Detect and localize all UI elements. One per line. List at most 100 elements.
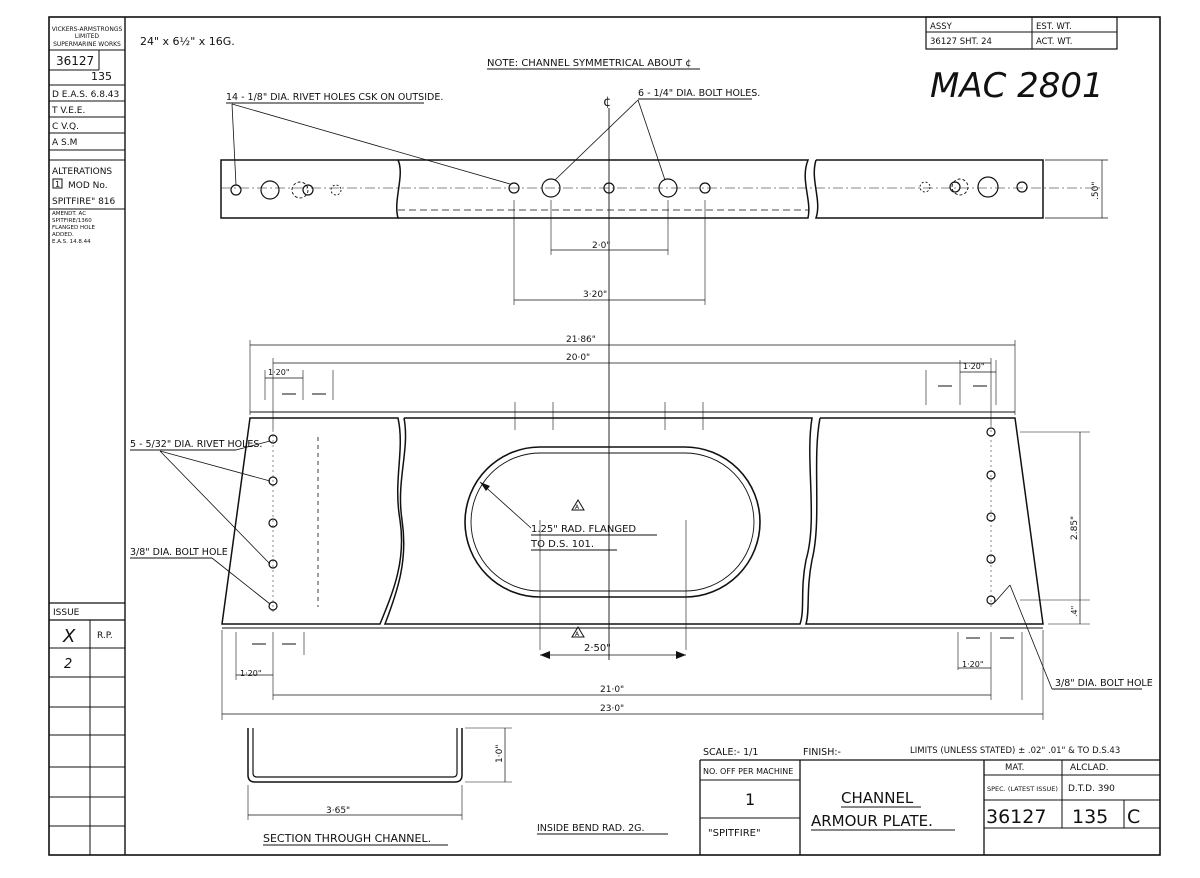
- title-issue-letter: C: [1127, 806, 1140, 828]
- sign-off-t: T V.E.E.: [51, 106, 85, 116]
- slot-length-dimension: 2·50": [584, 643, 611, 654]
- mod-reference: SPITFIRE" 816: [52, 197, 116, 207]
- amendment-line-5: E.A.S. 14.8.44: [52, 239, 91, 245]
- sign-off-d: D E.A.S. 6.8.43: [52, 90, 119, 100]
- inside-bend-radius: INSIDE BEND RAD. 2G.: [537, 823, 645, 834]
- sign-off-c: C V.Q.: [52, 122, 79, 132]
- flange-spec-callout: TO D.S. 101.: [530, 539, 594, 550]
- issue-label: ISSUE: [53, 608, 80, 618]
- material-value: ALCLAD.: [1070, 763, 1109, 773]
- title-block: SCALE:- 1/1 FINISH:- LIMITS (UNLESS STAT…: [699, 746, 1160, 855]
- flat-pattern-dimensions: 21·86" 20·0" 1·20" 1·20" 1·20" 1·20": [221, 335, 1090, 720]
- assy-ref: 36127 SHT. 24: [930, 37, 992, 47]
- flange-inner-edge: [470, 452, 755, 592]
- flange-radius-callout: 1.25" RAD. FLANGED: [531, 524, 636, 535]
- company-line-1: VICKERS-ARMSTRONGS: [52, 26, 123, 33]
- section-title: SECTION THROUGH CHANNEL.: [263, 832, 431, 845]
- flat-pattern-callouts: 5 - 5/32" DIA. RIVET HOLES. 3/8" DIA. BO…: [130, 439, 1153, 690]
- alterations-label: ALTERATIONS: [52, 167, 112, 177]
- est-wt-label: EST. WT.: [1036, 22, 1072, 32]
- channel-section-view: 1·0" 3·65" SECTION THROUGH CHANNEL. INSI…: [247, 727, 668, 846]
- handwritten-reference: MAC 2801: [930, 66, 1104, 106]
- amendment-line-4: ADDED.: [52, 232, 74, 238]
- issue-row-2-mark: 2: [64, 657, 72, 672]
- issue-row-1-mark: X: [62, 626, 76, 647]
- material-size: 24" x 6½" x 16G.: [140, 35, 235, 48]
- aircraft-name: "SPITFIRE": [708, 828, 761, 839]
- rivet-hole: [699, 182, 711, 194]
- top-inner-dimension: 2·0": [592, 241, 610, 251]
- amendment-line-1: AMENDT. AC: [52, 211, 86, 217]
- rivet-hole: [603, 182, 615, 194]
- pitch-top-right-dimension: 1·20": [963, 362, 985, 371]
- title-part-number: 135: [1072, 806, 1108, 828]
- rivet-hole: [919, 181, 931, 193]
- pitch-bottom-right-dimension: 1·20": [962, 660, 984, 669]
- spec-value: D.T.D. 390: [1068, 784, 1115, 794]
- centerline: ¢: [603, 95, 611, 660]
- top-callouts: 14 - 1/8" DIA. RIVET HOLES CSK ON OUTSID…: [226, 88, 760, 186]
- rivet-hole: [1016, 181, 1028, 193]
- rivet-hole: [949, 181, 961, 193]
- top-view-dimensions: 2·0" 3·20": [513, 200, 706, 305]
- bolt-hole-right-callout: 3/8" DIA. BOLT HOLE: [1055, 678, 1153, 689]
- channel-note: NOTE: CHANNEL SYMMETRICAL ABOUT ¢: [487, 58, 692, 69]
- material-label: MAT.: [1005, 763, 1024, 773]
- flanged-slot: [464, 446, 761, 598]
- strip-drawing-no: 36127: [56, 54, 94, 68]
- amendment-line-2: SPITFIRE/1360: [52, 218, 92, 224]
- pitch-bottom-left-dimension: 1·20": [240, 669, 262, 678]
- company-line-3: SUPERMARINE WORKS: [53, 41, 121, 48]
- issue-mark-upper: A: [575, 504, 580, 511]
- bottom-23-dimension: 23·0": [600, 704, 624, 714]
- limits-label: LIMITS (UNLESS STATED) ± .02" .01" & TO …: [910, 746, 1120, 756]
- rivet-hole: [230, 184, 242, 196]
- centerline-symbol: ¢: [603, 95, 611, 110]
- company-line-2: LIMITED: [75, 33, 100, 40]
- finish-label: FINISH:-: [803, 747, 841, 758]
- bolt-hole: [977, 176, 999, 198]
- amendment-line-3: FLANGED HOLE: [52, 225, 95, 231]
- no-off-value: 1: [745, 790, 755, 809]
- channel-top-view: .50": [220, 159, 1108, 219]
- bolt-holes-top-callout: 6 - 1/4" DIA. BOLT HOLES.: [638, 88, 760, 99]
- part-name-line-1: CHANNEL: [841, 789, 914, 807]
- act-wt-label: ACT. WT.: [1036, 37, 1072, 47]
- part-name-line-2: ARMOUR PLATE.: [811, 812, 933, 830]
- bolt-hole: [951, 178, 969, 196]
- mod-number: 1: [55, 180, 60, 189]
- bolt-hole: [658, 178, 678, 198]
- mod-label: MOD No.: [68, 181, 108, 191]
- pitch-top-left-dimension: 1·20": [268, 368, 290, 377]
- section-width-dimension: 3·65": [326, 806, 350, 816]
- bolt-hole: [260, 180, 280, 200]
- edge-dimension: .4": [1070, 606, 1079, 617]
- bolt-hole-left-callout: 3/8" DIA. BOLT HOLE: [130, 547, 228, 558]
- height-2-85-dimension: 2.85": [1070, 516, 1080, 540]
- sheet-border: [48, 16, 1161, 856]
- top-outer-dimension: 3·20": [583, 290, 607, 300]
- scale-label: SCALE:- 1/1: [703, 747, 758, 758]
- rivet-hole: [508, 182, 520, 194]
- top-depth-dimension: .50": [1091, 182, 1101, 200]
- issue-mark-lower: A: [575, 631, 580, 638]
- left-title-strip: VICKERS-ARMSTRONGS LIMITED SUPERMARINE W…: [49, 26, 125, 855]
- bottom-21-dimension: 21·0": [600, 685, 624, 695]
- spec-label: SPEC. (LATEST ISSUE): [987, 785, 1058, 793]
- sign-off-a: A S.M: [52, 138, 77, 148]
- rivet-holes-flat-callout: 5 - 5/32" DIA. RIVET HOLES.: [130, 439, 262, 450]
- rivet-hole: [302, 184, 314, 196]
- overall-21-86-dimension: 21·86": [566, 335, 596, 345]
- strip-part-no: 135: [91, 70, 112, 83]
- assy-label: ASSY: [930, 22, 953, 32]
- section-height-dimension: 1·0": [495, 745, 505, 763]
- title-drawing-number: 36127: [986, 806, 1046, 828]
- rivet-hole: [330, 184, 342, 196]
- flat-pattern-view: A A: [221, 402, 1044, 650]
- overall-20-dimension: 20·0": [566, 353, 590, 363]
- issue-row-1-by: R.P.: [97, 631, 113, 641]
- rivet-holes-csk-callout: 14 - 1/8" DIA. RIVET HOLES CSK ON OUTSID…: [226, 92, 443, 103]
- bolt-hole: [541, 178, 561, 198]
- no-off-label: NO. OFF PER MACHINE: [703, 767, 793, 776]
